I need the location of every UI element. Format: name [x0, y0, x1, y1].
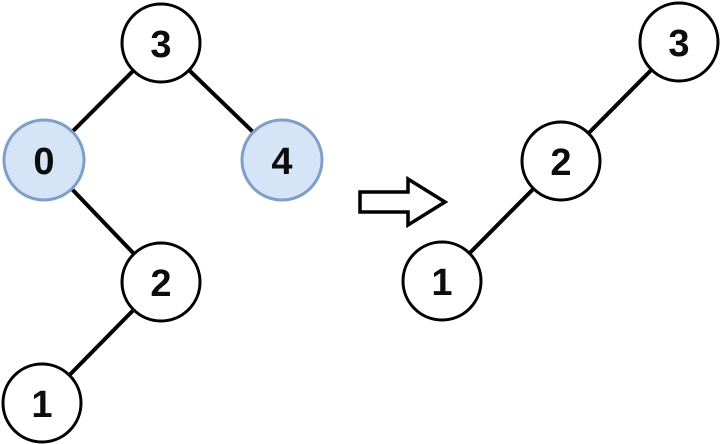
tree-node-r2: 2 [520, 120, 602, 202]
node-label: 1 [31, 384, 52, 426]
tree-edge-r3-r2 [586, 67, 654, 136]
tree-edge-l3-l4 [186, 67, 256, 135]
node-circle [638, 1, 720, 83]
node-label: 4 [271, 141, 292, 183]
tree-node-l4: 4 [240, 118, 324, 202]
node-circle [120, 2, 202, 84]
tree-node-l0: 0 [2, 118, 86, 202]
transformation-arrow [358, 175, 449, 229]
tree-edge-r2-r1 [467, 186, 536, 256]
node-circle [1, 362, 83, 444]
node-circle [401, 240, 483, 322]
tree-node-l2: 2 [120, 241, 202, 323]
tree-edge-l2-l1 [67, 307, 136, 378]
node-circle-highlighted [240, 118, 324, 202]
output-tree-nodes: 3 2 1 [401, 1, 720, 322]
tree-edge-l3-l0 [70, 68, 136, 134]
input-tree-nodes: 3 0 4 2 1 [1, 2, 324, 444]
node-label: 1 [431, 262, 452, 304]
node-label: 2 [150, 263, 171, 305]
tree-node-r3: 3 [638, 1, 720, 83]
node-label: 0 [33, 141, 54, 183]
node-circle [120, 241, 202, 323]
node-label: 3 [150, 24, 171, 66]
tree-node-r1: 1 [401, 240, 483, 322]
tree-edge-l0-l2 [69, 186, 137, 256]
output-tree-edges [467, 67, 654, 256]
node-circle [520, 120, 602, 202]
input-tree-edges [67, 67, 256, 378]
tree-node-l1: 1 [1, 362, 83, 444]
tree-node-l3: 3 [120, 2, 202, 84]
node-circle-highlighted [2, 118, 86, 202]
right-arrow-icon [358, 175, 449, 229]
node-label: 2 [550, 142, 571, 184]
node-label: 3 [668, 23, 689, 65]
